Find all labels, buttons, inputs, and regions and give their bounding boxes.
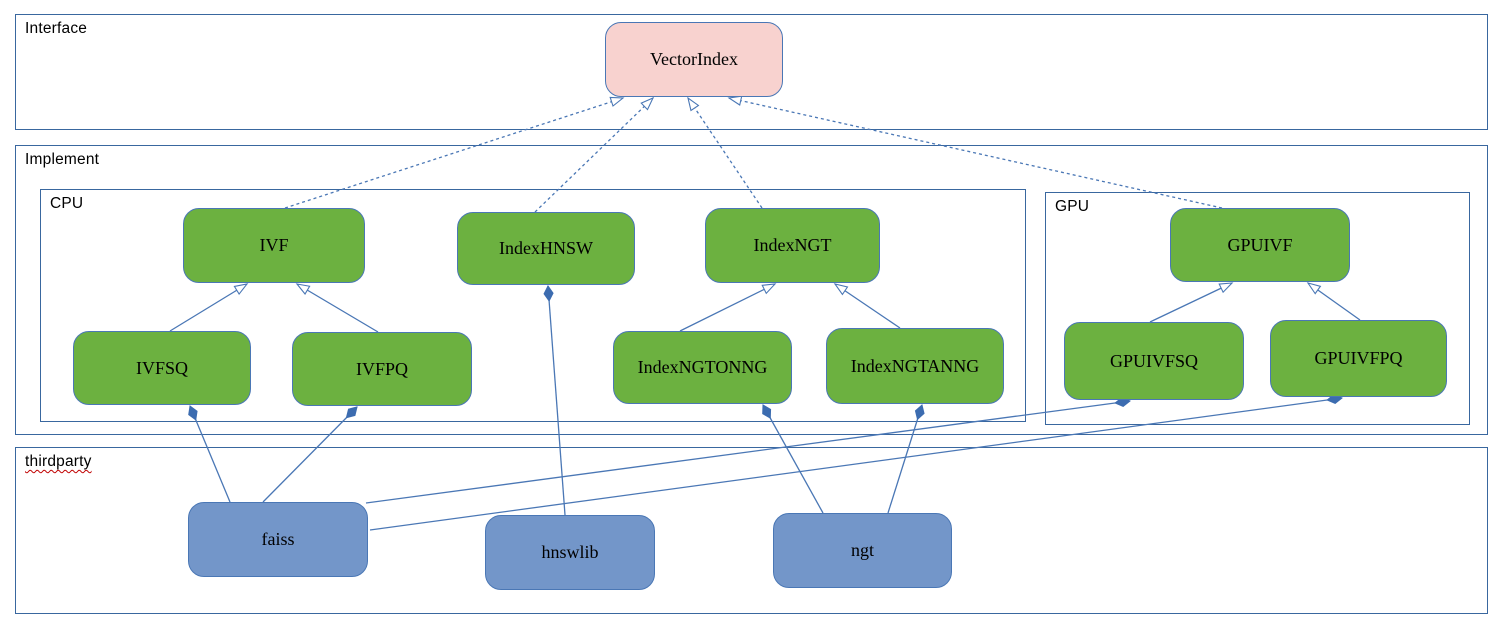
node-indexngt: IndexNGT [705, 208, 880, 283]
node-indexhnsw: IndexHNSW [457, 212, 635, 285]
node-indexngtanng: IndexNGTANNG [826, 328, 1004, 404]
node-gpuivf: GPUIVF [1170, 208, 1350, 282]
container-interface-label: Interface [25, 20, 88, 37]
container-cpu-label: CPU [50, 195, 84, 212]
node-gpuivfpq: GPUIVFPQ [1270, 320, 1447, 397]
node-faiss: faiss [188, 502, 368, 577]
node-ivf: IVF [183, 208, 365, 283]
node-hnswlib: hnswlib [485, 515, 655, 590]
node-ivfpq: IVFPQ [292, 332, 472, 406]
container-thirdparty-label: thirdparty [25, 453, 92, 470]
container-gpu-label: GPU [1055, 198, 1090, 215]
container-implement-label: Implement [25, 151, 100, 168]
node-ngt: ngt [773, 513, 952, 588]
node-gpuivfsq: GPUIVFSQ [1064, 322, 1244, 400]
node-indexngtonng: IndexNGTONNG [613, 331, 792, 404]
node-vectorindex: VectorIndex [605, 22, 783, 97]
node-ivfsq: IVFSQ [73, 331, 251, 405]
